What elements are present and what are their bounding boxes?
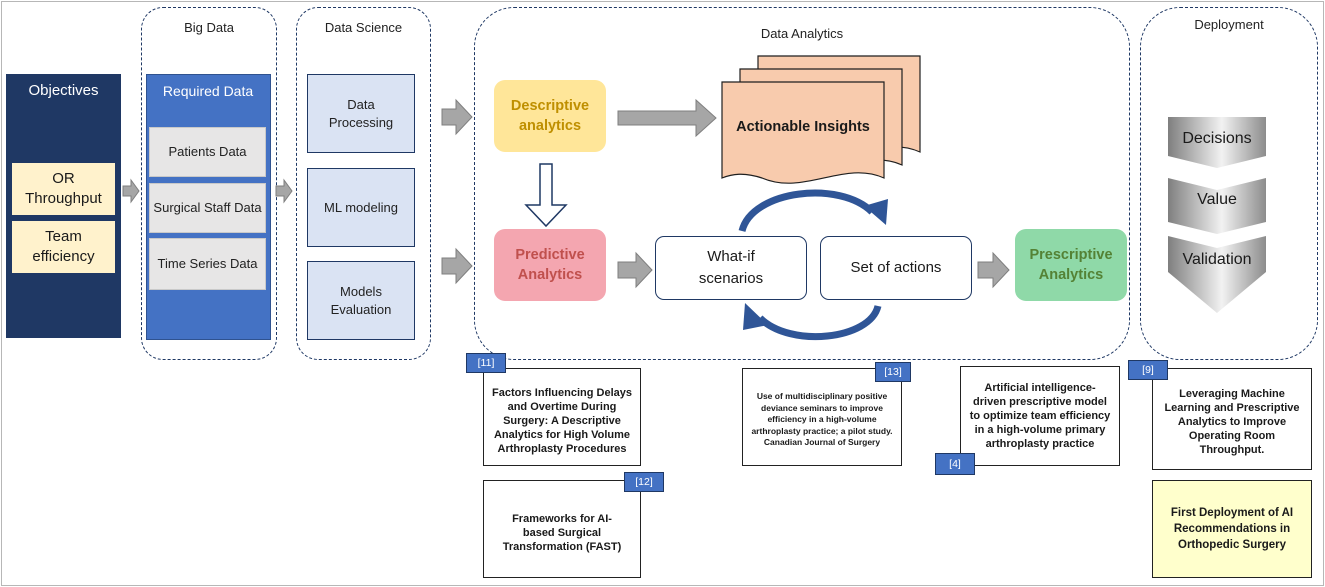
models-evaluation-box: Models Evaluation — [307, 261, 415, 340]
actionable-insights-label: Actionable Insights — [736, 119, 870, 135]
big-data-title: Big Data — [184, 20, 234, 35]
data-processing-box: Data Processing — [307, 74, 415, 153]
deployment-container — [1140, 7, 1318, 360]
objective-or-throughput: OR Throughput — [12, 163, 115, 215]
objectives-title: Objectives — [28, 82, 99, 99]
cycle-arrowhead-bottom-icon — [743, 303, 768, 330]
funnel-validation-shape — [1168, 236, 1266, 313]
funnel-value-shape — [1168, 178, 1266, 234]
required-data-title: Required Data — [162, 83, 254, 99]
objective-team-efficiency: Team efficiency — [12, 221, 115, 273]
actionable-insights-stack — [721, 55, 921, 184]
reference-9-tag: [9] — [1128, 360, 1168, 380]
funnel-decisions-label: Decisions — [1182, 130, 1252, 147]
insights-page-front — [721, 81, 885, 184]
reference-13-tag: [13] — [875, 362, 911, 382]
time-series-data: Time Series Data — [149, 238, 266, 290]
arrow-data-to-science-icon — [275, 178, 293, 204]
arrow-to-prescriptive-icon — [977, 251, 1010, 289]
cycle-arc-bottom-icon — [757, 304, 882, 340]
objectives-panel: Objectives OR Throughput Team efficiency — [6, 74, 121, 338]
reference-4-box: Artificial intelligence-driven prescript… — [960, 366, 1120, 466]
reference-11-tag: [11] — [466, 353, 506, 373]
reference-13-box: Use of multidisciplinary positive devian… — [742, 368, 902, 466]
ml-modeling-box: ML modeling — [307, 168, 415, 247]
reference-12-box: Frameworks for AI-based Surgical Transfo… — [483, 480, 641, 578]
data-analytics-container — [474, 7, 1130, 360]
arrow-objectives-to-data-icon — [122, 178, 140, 204]
patients-data: Patients Data — [149, 127, 266, 177]
what-if-scenarios-box: What-if scenarios — [655, 236, 807, 300]
prescriptive-analytics-box: Prescriptive Analytics — [1015, 229, 1127, 301]
reference-4-tag: [4] — [935, 453, 975, 475]
arrow-to-predictive-icon — [441, 247, 473, 285]
cycle-arc-top-icon — [738, 189, 875, 233]
first-deployment-box: First Deployment of AI Recommendations i… — [1152, 480, 1312, 578]
surgical-staff-data: Surgical Staff Data — [149, 183, 266, 233]
reference-12-tag: [12] — [624, 472, 664, 492]
cycle-arrowhead-top-icon — [864, 199, 888, 225]
data-science-title: Data Science — [324, 20, 403, 35]
arrow-descriptive-to-predictive-icon — [524, 163, 568, 228]
data-analytics-title: Data Analytics — [760, 26, 844, 41]
descriptive-analytics-box: Descriptive analytics — [494, 80, 606, 152]
arrow-to-insights-icon — [617, 98, 717, 138]
data-science-container — [296, 7, 431, 360]
predictive-analytics-box: Predictive Analytics — [494, 229, 606, 301]
funnel-value-label: Value — [1197, 191, 1237, 208]
reference-11-box: Factors Influencing Delays and Overtime … — [483, 368, 641, 466]
required-data-panel: Required Data Patients Data Surgical Sta… — [146, 74, 271, 340]
set-of-actions-box: Set of actions — [820, 236, 972, 300]
funnel-validation-label: Validation — [1182, 251, 1252, 268]
arrow-to-descriptive-icon — [441, 98, 473, 136]
deployment-title: Deployment — [1194, 17, 1264, 32]
reference-9-box: Leveraging Machine Learning and Prescrip… — [1152, 368, 1312, 470]
funnel-decisions-shape — [1168, 117, 1266, 168]
arrow-to-scenarios-icon — [617, 251, 653, 289]
big-data-container — [141, 7, 277, 360]
